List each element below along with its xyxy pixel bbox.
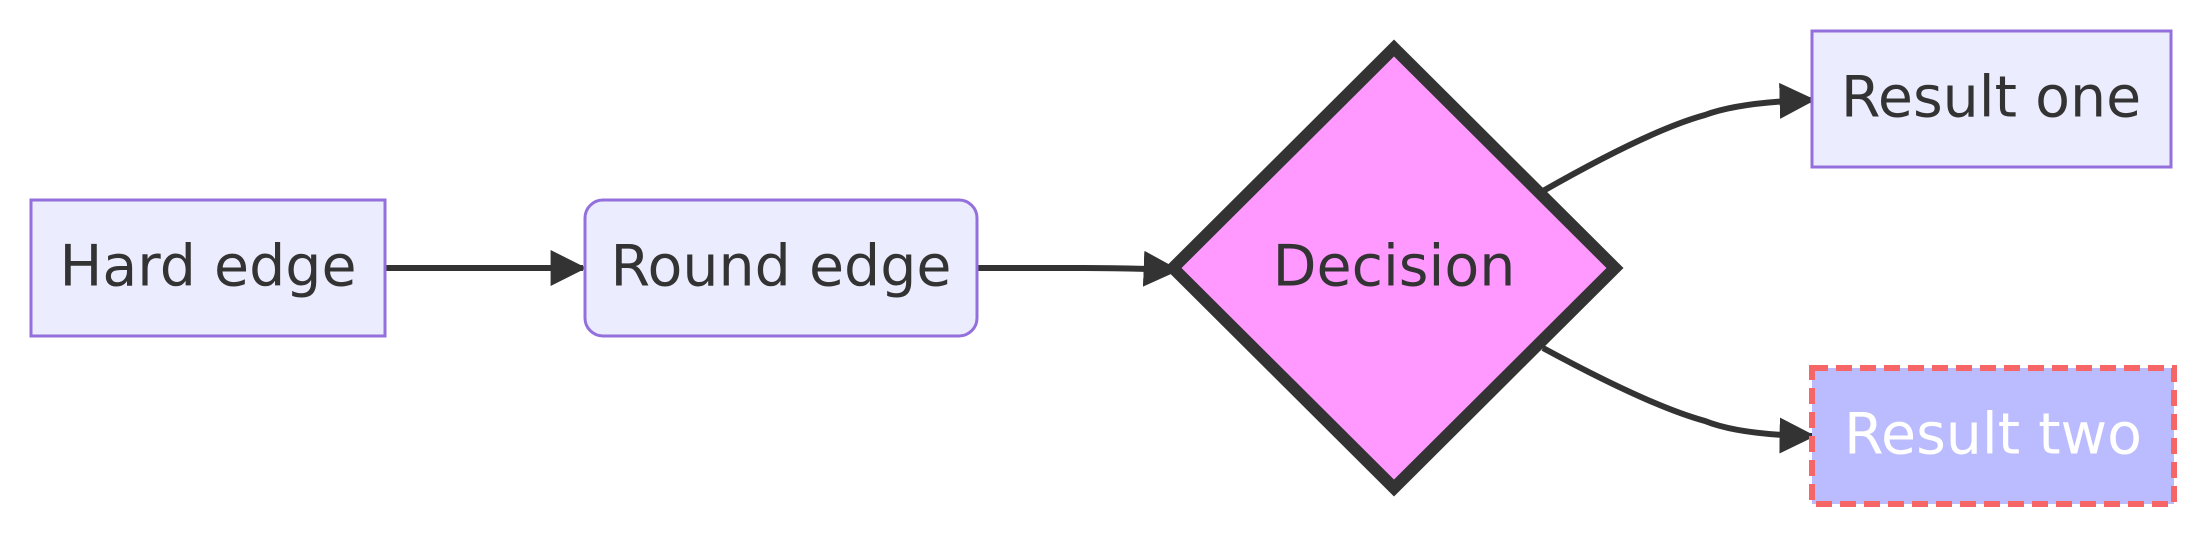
node-result-one: Result one xyxy=(1810,29,2173,169)
node-decision: Decision xyxy=(1164,39,1624,497)
edge-decision-to-result-two xyxy=(1541,345,1816,454)
node-hard-edge-box xyxy=(29,198,387,338)
node-round-edge: Round edge xyxy=(583,198,979,338)
edge-decision-to-result-one xyxy=(1541,82,1816,194)
node-result-two: Result two xyxy=(1809,365,2177,507)
node-decision-diamond xyxy=(1164,39,1624,497)
edge-round-to-decision xyxy=(978,250,1180,287)
node-result-two-box xyxy=(1809,365,2177,507)
node-round-edge-label: Round edge xyxy=(611,234,952,300)
node-result-one-box xyxy=(1810,29,2173,169)
node-result-one-label: Result one xyxy=(1841,65,2141,131)
node-hard-edge-label: Hard edge xyxy=(59,234,356,300)
node-result-two-label: Result two xyxy=(1844,402,2142,468)
node-decision-label: Decision xyxy=(1273,234,1516,300)
node-round-edge-box xyxy=(583,198,979,338)
node-hard-edge: Hard edge xyxy=(29,198,387,338)
